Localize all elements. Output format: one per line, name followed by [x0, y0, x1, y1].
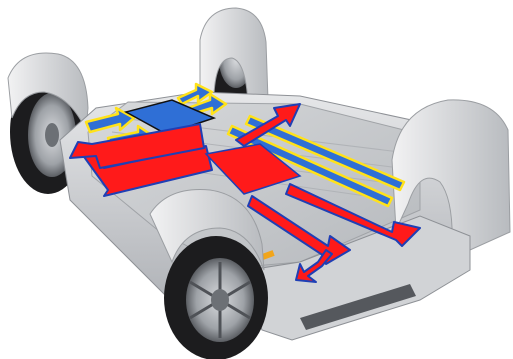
front-left-wheel — [164, 236, 268, 359]
